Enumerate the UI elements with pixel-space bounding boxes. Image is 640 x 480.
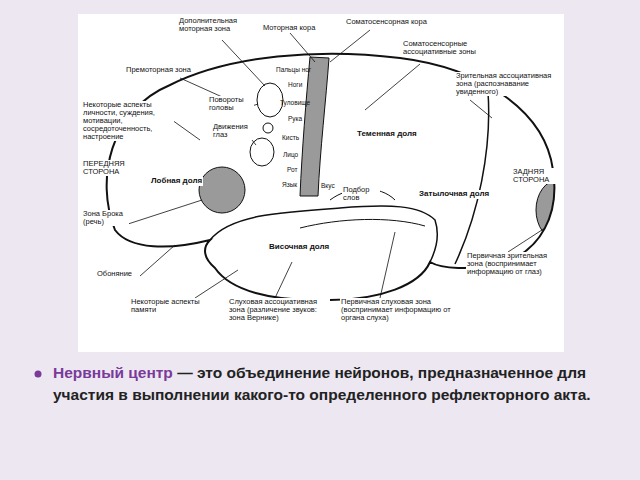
zone-label: Соматосенсорная кора: [345, 18, 428, 26]
auditory-border: [300, 219, 425, 228]
zone-label: Зрительная ассоциативная зона (распознав…: [455, 72, 557, 96]
picture-panel: [78, 14, 564, 352]
lobe-label: Лобная доля: [150, 177, 203, 186]
lobe-label: Затылочная доля: [418, 190, 490, 199]
zone-label: Премоторная зона: [125, 66, 192, 74]
head-turn-area: [257, 83, 283, 117]
body-part-label: Лицо: [282, 151, 299, 158]
side-label: ПЕРЕДНЯЯ СТОРОНА: [82, 160, 139, 176]
lobe-label: Височная доля: [268, 243, 330, 252]
body-part-label: Рот: [286, 166, 299, 173]
body-part-label: Кисть: [281, 134, 300, 141]
zone-label: Некоторые аспекты личности, суждения, мо…: [82, 101, 174, 141]
side-label: ЗАДНЯЯ СТОРОНА: [512, 168, 562, 184]
body-part-label: Ноги: [287, 81, 303, 88]
term: Нервный центр: [53, 364, 173, 381]
definition-text: Нервный центр — это объединение нейронов…: [52, 362, 614, 406]
zone-label: Подбор слов: [342, 186, 380, 202]
zone-label: Первичная слуховая зона (воспринимает ин…: [340, 298, 460, 322]
zone-label: Некоторые аспекты памяти: [130, 298, 202, 314]
lateral-sulcus: [210, 206, 437, 262]
zone-label: Первичная зрительная зона (воспринимает …: [466, 252, 560, 276]
zone-label: Обоняние: [96, 270, 133, 278]
body-part-label: Туловище: [279, 99, 311, 106]
zone-label: Дополнительная моторная зона: [178, 17, 242, 33]
body-part-label: Рука: [287, 115, 303, 122]
motor-strip: [300, 57, 329, 196]
small-area: [263, 123, 273, 133]
zone-label: Моторная кора: [262, 24, 316, 32]
eye-movement-area: [250, 138, 274, 166]
body-part-label: Вкус: [320, 182, 336, 189]
zone-label: Движения глаз: [212, 123, 254, 139]
bullet: [35, 371, 42, 378]
zone-label: Соматосенсорные ассоциативные зоны: [402, 40, 484, 56]
broca-area: [199, 167, 245, 213]
occipital-border: [455, 92, 489, 264]
zone-label: Зона Брока (речь): [82, 210, 129, 226]
zone-label: Повороты головы: [208, 96, 254, 112]
body-part-label: Пальцы ног: [275, 66, 312, 73]
lobe-label: Теменная доля: [356, 130, 418, 139]
body-part-label: Язык: [281, 181, 298, 188]
zone-label: Слуховая ассоциативная зона (различение …: [228, 298, 330, 322]
